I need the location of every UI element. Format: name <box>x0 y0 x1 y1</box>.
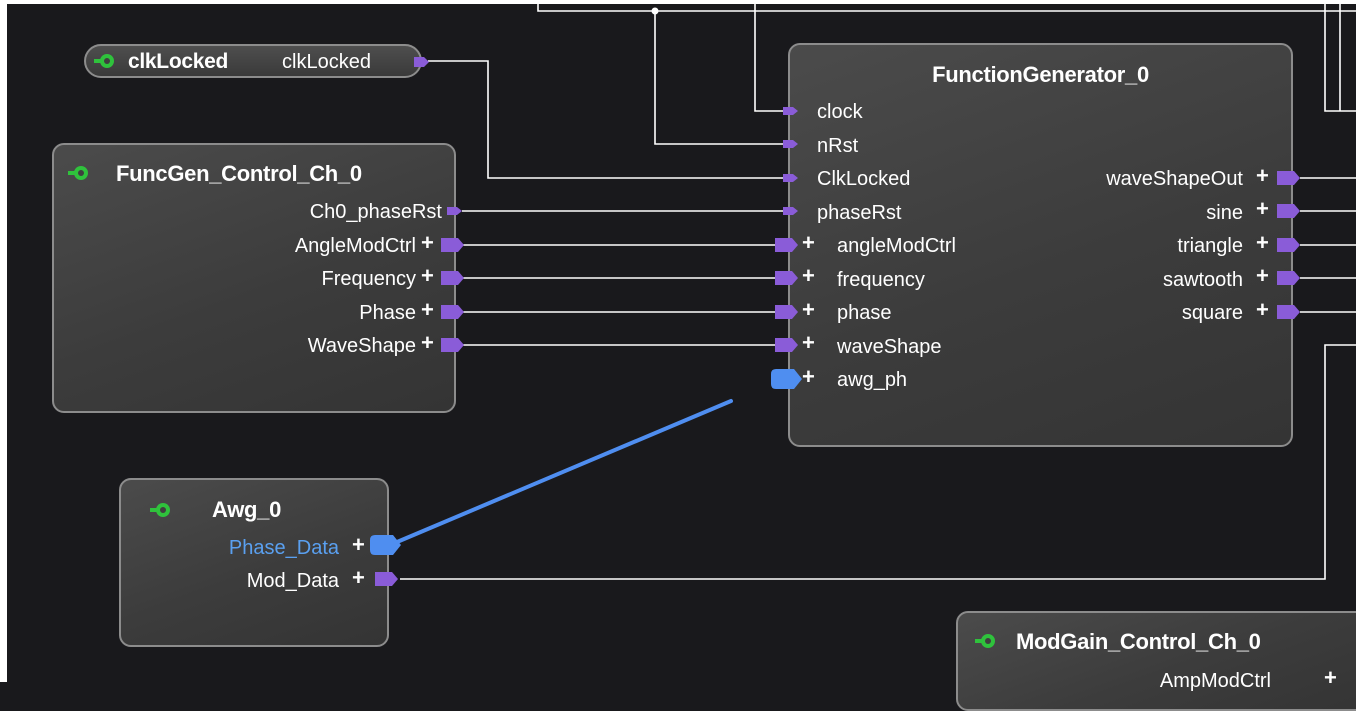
wire-top-right-1 <box>1324 0 1356 112</box>
port-connector-highlighted[interactable] <box>770 368 804 390</box>
expand-plus-icon[interactable]: + <box>802 263 815 288</box>
wire-mod-data <box>400 344 1356 580</box>
port-connector[interactable] <box>441 304 465 320</box>
port-connector[interactable] <box>441 337 465 353</box>
connector-icon <box>150 503 170 517</box>
port-connector[interactable] <box>783 138 799 150</box>
port-connector[interactable] <box>441 270 465 286</box>
connector-icon <box>68 166 88 180</box>
port-phaserst: phaseRst <box>817 202 902 224</box>
expand-plus-icon[interactable]: + <box>352 532 365 557</box>
port-connector[interactable] <box>775 237 799 253</box>
wire-clklocked <box>428 60 790 179</box>
window-edge-left <box>0 0 7 682</box>
expand-plus-icon[interactable]: + <box>1256 263 1269 288</box>
node-function-generator[interactable]: FunctionGenerator_0 clock nRst ClkLocked… <box>788 43 1293 447</box>
expand-plus-icon[interactable]: + <box>802 230 815 255</box>
node-title: Awg_0 <box>212 497 282 522</box>
wire-clock <box>754 0 790 112</box>
port-phase: phase <box>837 302 892 324</box>
port-sawtooth: sawtooth <box>1162 269 1243 291</box>
expand-plus-icon[interactable]: + <box>421 230 434 255</box>
port-connector[interactable] <box>775 304 799 320</box>
port-mod-data: Mod_Data <box>246 570 339 592</box>
node-clklocked[interactable]: clkLocked clkLocked <box>84 44 422 78</box>
expand-plus-icon[interactable]: + <box>1256 163 1269 188</box>
port-frequency: Frequency <box>321 268 417 290</box>
port-connector[interactable] <box>783 105 799 117</box>
port-anglemodctrl: angleModCtrl <box>837 235 956 257</box>
wire-top-bus <box>537 0 1356 12</box>
port-connector[interactable] <box>1277 170 1301 186</box>
port-waveshape: WaveShape <box>307 335 416 357</box>
port-awg-ph: awg_ph <box>837 369 908 391</box>
expand-plus-icon[interactable]: + <box>1256 297 1269 322</box>
node-title: FuncGen_Control_Ch_0 <box>116 161 362 186</box>
port-square: square <box>1181 302 1243 324</box>
port-connector[interactable] <box>783 205 799 217</box>
expand-plus-icon[interactable]: + <box>1256 196 1269 221</box>
expand-plus-icon[interactable]: + <box>802 330 815 355</box>
port-connector-highlighted[interactable] <box>369 534 403 556</box>
port-connector[interactable] <box>1277 304 1301 320</box>
window-edge-top <box>0 0 1356 4</box>
expand-plus-icon[interactable]: + <box>421 330 434 355</box>
expand-plus-icon[interactable]: + <box>421 263 434 288</box>
port-sine: sine <box>1206 202 1243 224</box>
port-connector[interactable] <box>775 337 799 353</box>
port-connector[interactable] <box>447 205 463 217</box>
node-funcgen-control[interactable]: FuncGen_Control_Ch_0 Ch0_phaseRst AngleM… <box>52 143 456 413</box>
port-phase-data: Phase_Data <box>228 537 339 559</box>
expand-plus-icon[interactable]: + <box>421 297 434 322</box>
connector-icon <box>975 634 995 648</box>
node-awg[interactable]: Awg_0 Phase_Data Mod_Data <box>119 478 389 647</box>
port-frequency: frequency <box>837 269 925 291</box>
port-triangle: triangle <box>1177 235 1243 257</box>
port-connector[interactable] <box>441 237 465 253</box>
wire-nrst <box>654 11 790 145</box>
node-modgain-control[interactable]: ModGain_Control_Ch_0 AmpModCtrl <box>956 611 1356 711</box>
port-phase: Phase <box>359 302 416 324</box>
expand-plus-icon[interactable]: + <box>802 364 815 389</box>
expand-plus-icon[interactable]: + <box>1256 230 1269 255</box>
node-title: ModGain_Control_Ch_0 <box>1016 629 1261 654</box>
connector-icon <box>94 54 114 68</box>
port-nrst: nRst <box>817 135 859 157</box>
node-title: clkLocked <box>128 50 229 73</box>
port-connector[interactable] <box>783 172 799 184</box>
port-clklocked: ClkLocked <box>817 168 911 190</box>
port-connector[interactable] <box>414 56 430 68</box>
port-anglemodctrl: AngleModCtrl <box>294 235 416 257</box>
port-ch0-phaserst: Ch0_phaseRst <box>309 201 442 223</box>
port-connector[interactable] <box>375 571 399 587</box>
port-connector[interactable] <box>1277 270 1301 286</box>
node-title: FunctionGenerator_0 <box>932 62 1149 87</box>
expand-plus-icon[interactable]: + <box>1324 665 1337 690</box>
wire-dragging <box>395 399 733 544</box>
expand-plus-icon[interactable]: + <box>352 565 365 590</box>
port-waveshapeout: waveShapeOut <box>1106 168 1243 190</box>
port-connector[interactable] <box>1277 237 1301 253</box>
expand-plus-icon[interactable]: + <box>802 297 815 322</box>
port-waveshape: waveShape <box>837 336 942 358</box>
connection-wires <box>395 0 1356 580</box>
port-connector[interactable] <box>1277 203 1301 219</box>
port-label: clkLocked <box>282 51 371 73</box>
port-clock: clock <box>817 101 863 123</box>
port-connector[interactable] <box>775 270 799 286</box>
